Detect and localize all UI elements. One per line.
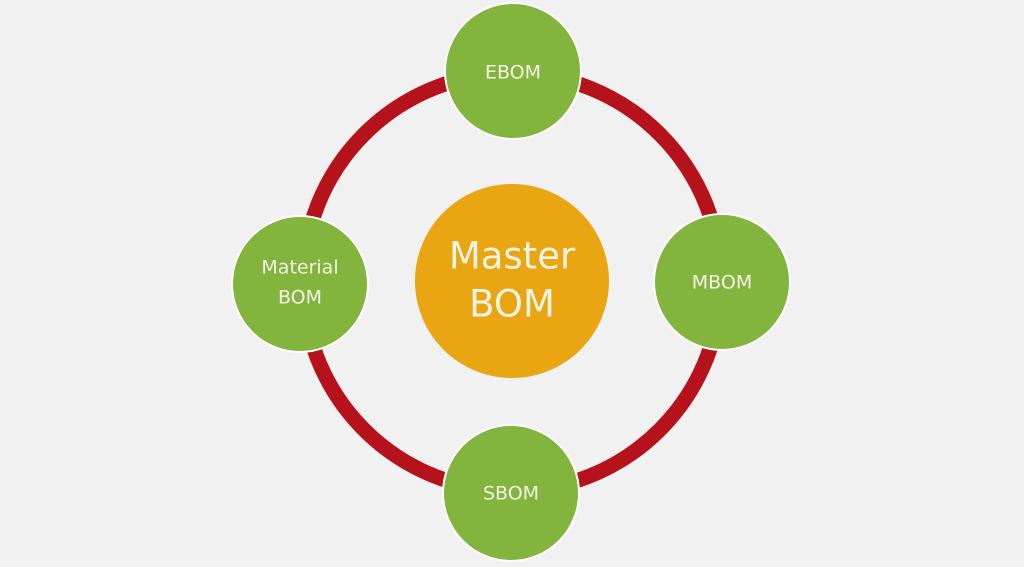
center-node-master-bom: Master BOM: [415, 184, 609, 378]
center-label-line-2: BOM: [469, 283, 555, 326]
node-material-bom: Material BOM: [231, 215, 369, 353]
node-sbom: SBOM: [442, 424, 580, 562]
node-mbom: MBOM: [653, 213, 791, 351]
node-sbom-label: SBOM: [483, 483, 539, 505]
node-material-bom-label-line-1: Material: [261, 257, 338, 279]
node-mbom-label: MBOM: [692, 272, 752, 294]
center-label-line-1: Master: [449, 235, 576, 278]
node-material-bom-circle: [231, 215, 369, 353]
node-ebom: EBOM: [444, 2, 582, 140]
node-ebom-label: EBOM: [485, 62, 541, 84]
node-ebom-circle: [444, 2, 582, 140]
node-sbom-circle: [442, 424, 580, 562]
center-circle: [415, 184, 609, 378]
node-mbom-circle: [653, 213, 791, 351]
node-material-bom-label-line-2: BOM: [278, 287, 322, 309]
